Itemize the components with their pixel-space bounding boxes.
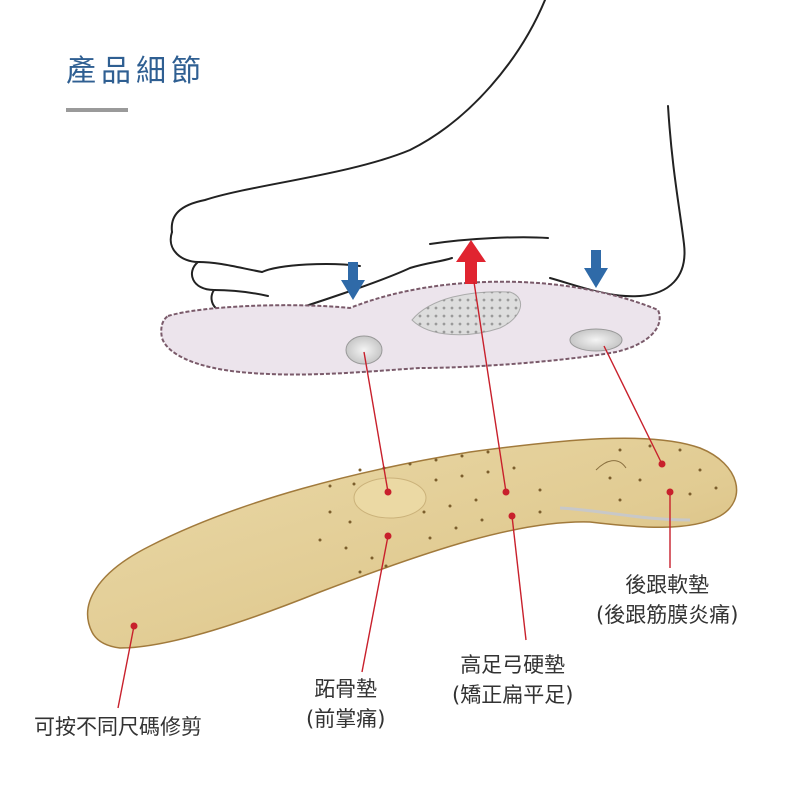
- arch-support-title: 高足弓硬墊: [460, 653, 566, 677]
- page-title: 產品細節: [66, 54, 206, 89]
- arch-support-label: 高足弓硬墊 (矯正扁平足): [452, 650, 573, 710]
- heel-pad-title: 後跟軟墊: [625, 573, 710, 597]
- down-arrow-icon: [341, 262, 365, 300]
- up-arrow-icon: [456, 240, 486, 284]
- foot-outline: [169, 0, 686, 324]
- leader-dots: [130, 460, 674, 630]
- arch-support-note: (矯正扁平足): [452, 683, 574, 707]
- heel-pad-label: 後跟軟墊 (後跟筋膜炎痛): [596, 570, 738, 630]
- trim-to-size-text: 可按不同尺碼修剪: [34, 715, 202, 739]
- metatarsal-pad-label: 跖骨墊 (前掌痛): [306, 674, 385, 734]
- trim-to-size-label: 可按不同尺碼修剪: [34, 712, 202, 742]
- leather-insole-top-view: [87, 437, 738, 649]
- insole-side-view: [160, 280, 661, 376]
- title-underline: [66, 108, 128, 112]
- heel-pad-note: (後跟筋膜炎痛): [596, 603, 739, 627]
- down-arrow-icon: [584, 250, 608, 288]
- metatarsal-pad-note: (前掌痛): [306, 707, 386, 731]
- metatarsal-pad-title: 跖骨墊: [314, 677, 378, 701]
- leader-lines: [117, 281, 671, 709]
